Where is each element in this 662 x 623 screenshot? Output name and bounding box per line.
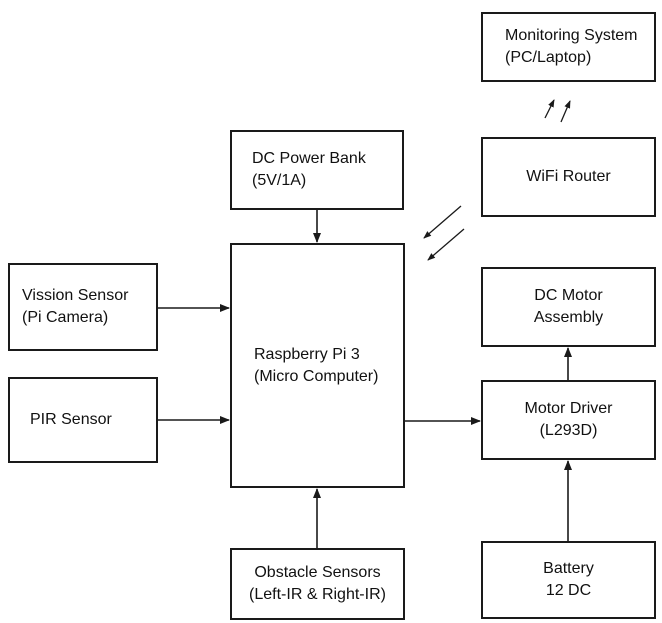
battery-label: Battery: [543, 560, 594, 577]
wireless-arrow-4: [560, 100, 571, 123]
battery-sublabel: 12 DC: [545, 582, 592, 599]
pir-sensor-label: PIR Sensor: [30, 411, 112, 428]
motor-driver-sublabel: (L293D): [539, 422, 598, 439]
motor-driver-block: Motor Driver (L293D): [481, 380, 656, 460]
raspberry-pi-label: Raspberry Pi 3: [254, 345, 360, 363]
dc-motor-assembly-block: DC Motor Assembly: [481, 267, 656, 347]
dc-power-bank-sublabel: (5V/1A): [252, 172, 307, 189]
wireless-arrow-2: [427, 228, 465, 261]
vision-sensor-block: Vission Sensor (Pi Camera): [8, 263, 158, 351]
monitoring-system-sublabel: (PC/Laptop): [505, 49, 592, 66]
dc-power-bank-block: DC Power Bank (5V/1A): [230, 130, 404, 210]
wifi-router-block: WiFi Router: [481, 137, 656, 217]
motor-driver-label: Motor Driver: [524, 400, 613, 417]
dc-power-bank-label: DC Power Bank: [252, 150, 366, 167]
obstacle-sensors-label: Obstacle Sensors: [254, 564, 381, 581]
raspberry-pi-block: Raspberry Pi 3 (Micro Computer): [230, 243, 405, 488]
wifi-router-label: WiFi Router: [526, 168, 611, 185]
monitoring-system-label: Monitoring System: [505, 27, 638, 44]
wireless-arrow-3: [544, 99, 555, 119]
dc-motor-assembly-label: DC Motor: [534, 287, 603, 304]
battery-block: Battery 12 DC: [481, 541, 656, 619]
obstacle-sensors-sublabel: (Left-IR & Right-IR): [249, 586, 386, 603]
dc-motor-assembly-sublabel: Assembly: [533, 309, 604, 326]
wireless-arrow-1: [423, 205, 462, 239]
raspberry-pi-sublabel: (Micro Computer): [254, 367, 379, 385]
monitoring-system-block: Monitoring System (PC/Laptop): [481, 12, 656, 82]
vision-sensor-sublabel: (Pi Camera): [22, 309, 109, 326]
pir-sensor-block: PIR Sensor: [8, 377, 158, 463]
obstacle-sensors-block: Obstacle Sensors (Left-IR & Right-IR): [230, 548, 405, 620]
vision-sensor-label: Vission Sensor: [22, 287, 129, 304]
